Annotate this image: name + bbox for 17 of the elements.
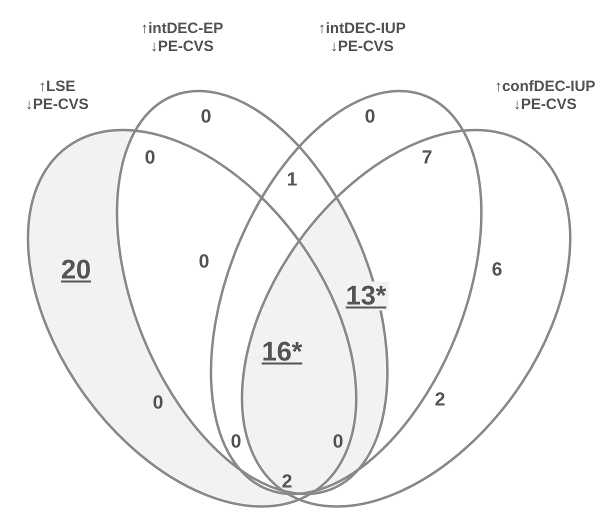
set-label: ↑intDEC-EP ↓PE-CVS [140, 20, 224, 56]
set-label: ↑LSE ↓PE-CVS [24, 78, 90, 114]
count-label: 1 [286, 170, 298, 190]
count-label: 7 [422, 148, 432, 168]
set-label: ↑intDEC-IUP ↓PE-CVS [317, 20, 407, 56]
count-label: 0 [152, 394, 164, 412]
count-label: 2 [434, 390, 446, 410]
count-label: 0 [200, 108, 212, 126]
count-label: 2 [282, 472, 292, 492]
count-label: 0 [332, 432, 344, 452]
count-label: 6 [492, 260, 502, 280]
highlighted-count-label: 13* [344, 282, 388, 310]
count-label: 0 [198, 252, 210, 272]
count-label: 0 [364, 108, 376, 126]
count-label: 0 [144, 148, 156, 168]
count-label: 0 [230, 432, 242, 452]
set-label: ↑confDEC-IUP ↓PE-CVS [494, 78, 596, 114]
